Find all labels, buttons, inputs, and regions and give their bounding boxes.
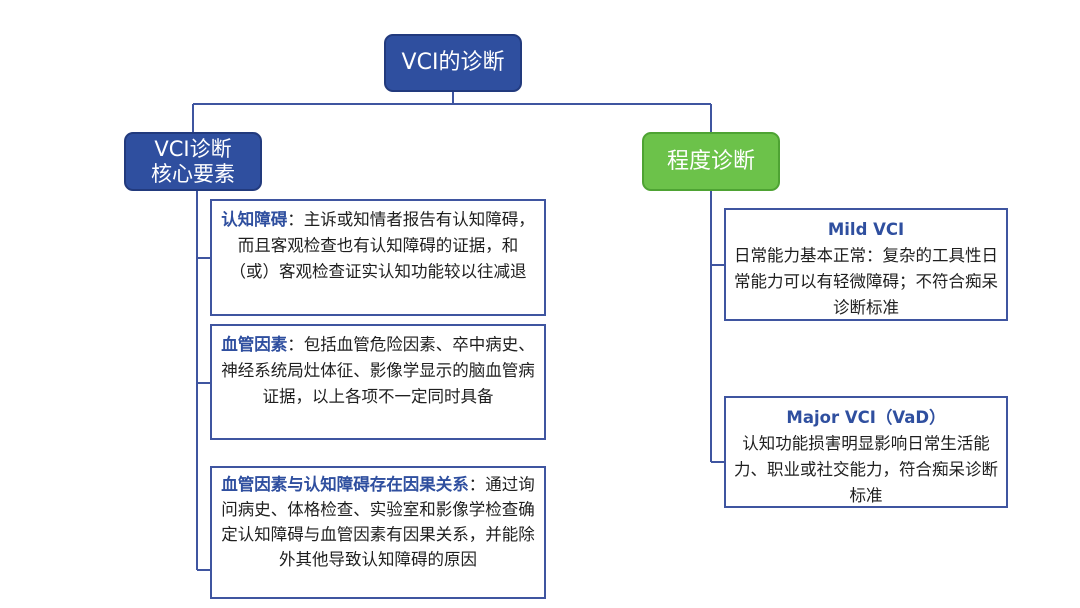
core-elements-line-1: VCI诊断	[154, 136, 232, 161]
core-elements-node: VCI诊断 核心要素	[124, 132, 262, 191]
major-vci-title: Major VCI（VaD）	[786, 408, 946, 427]
cognitive-impairment-card: 认知障碍：主诉或知情者报告有认知障碍，而且客观检查也有认知障碍的证据，和（或）客…	[210, 199, 546, 316]
core-elements-line-2: 核心要素	[151, 161, 235, 186]
severity-diagnosis-node: 程度诊断	[642, 132, 780, 191]
major-vci-text: 认知功能损害明显影响日常生活能力、职业或社交能力，符合痴呆诊断标准	[734, 434, 998, 505]
cognitive-impairment-text: ：主诉或知情者报告有认知障碍，而且客观检查也有认知障碍的证据，和（或）客观检查证…	[229, 210, 535, 281]
vascular-factors-card: 血管因素：包括血管危险因素、卒中病史、神经系统局灶体征、影像学显示的脑血管病证据…	[210, 324, 546, 440]
mild-vci-card: Mild VCI 日常能力基本正常：复杂的工具性日常能力可以有轻微障碍；不符合痴…	[724, 208, 1008, 321]
major-vci-card: Major VCI（VaD） 认知功能损害明显影响日常生活能力、职业或社交能力，…	[724, 396, 1008, 508]
causal-relation-text: ：通过询问病史、体格检查、实验室和影像学检查确定认知障碍与血管因素有因果关系，并…	[221, 475, 535, 569]
root-node-label: VCI的诊断	[401, 50, 505, 75]
vascular-factors-title: 血管因素	[221, 335, 288, 354]
vascular-factors-text: ：包括血管危险因素、卒中病史、神经系统局灶体征、影像学显示的脑血管病证据，以上各…	[221, 335, 535, 406]
severity-diagnosis-label: 程度诊断	[666, 148, 755, 174]
mild-vci-text: 日常能力基本正常：复杂的工具性日常能力可以有轻微障碍；不符合痴呆诊断标准	[734, 246, 998, 317]
causal-relation-title: 血管因素与认知障碍存在因果关系	[221, 475, 469, 494]
root-node: VCI的诊断	[384, 34, 522, 92]
causal-relation-card: 血管因素与认知障碍存在因果关系：通过询问病史、体格检查、实验室和影像学检查确定认…	[210, 466, 546, 599]
cognitive-impairment-title: 认知障碍	[221, 210, 288, 229]
mild-vci-title: Mild VCI	[827, 220, 905, 239]
